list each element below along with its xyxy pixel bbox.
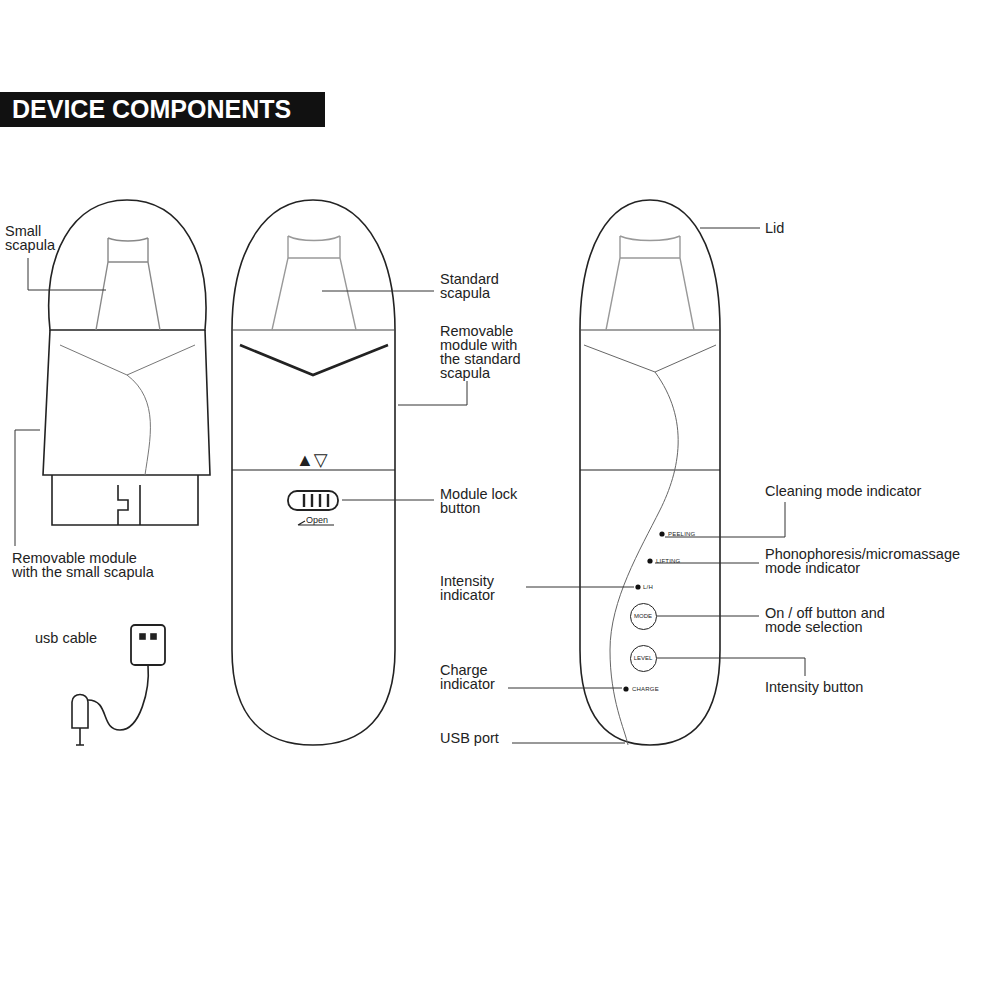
device-print: L/H	[643, 584, 653, 591]
part-label: Phonophoresis/micromassage mode indicato…	[765, 547, 997, 575]
standard-scapula	[272, 236, 356, 330]
lid-line	[232, 329, 395, 330]
part-label: Cleaning mode indicator	[765, 484, 921, 498]
device-print: PEELING	[668, 531, 695, 538]
part-label: Intensity button	[765, 680, 863, 694]
part-label: Charge indicator	[440, 663, 506, 691]
device-body	[580, 200, 720, 745]
indicator-dots	[623, 531, 664, 691]
module-line	[580, 469, 720, 470]
module-v-line	[584, 345, 716, 372]
part-label: Lid	[765, 221, 784, 235]
usb-pin	[140, 634, 145, 639]
micro-connector	[72, 695, 88, 746]
device-body	[232, 200, 395, 745]
part-label: Small scapula	[5, 224, 73, 252]
button-text: MODE	[634, 613, 652, 620]
device-print: Open	[306, 515, 328, 525]
usb-cord	[88, 665, 148, 730]
part-label: Module lock button	[440, 487, 530, 515]
device-print: CHARGE	[632, 686, 659, 693]
usb-plug	[131, 625, 165, 665]
lock-symbol: ▲▽	[296, 450, 328, 470]
module-body	[43, 330, 210, 475]
leader-lines	[15, 228, 805, 743]
device-print: LIFTING	[656, 558, 680, 565]
lid-outline	[49, 200, 206, 330]
part-label: usb cable	[35, 631, 97, 645]
small-scapula	[96, 238, 160, 330]
module-v-line	[60, 345, 195, 375]
part-label: Intensity indicator	[440, 574, 520, 602]
part-label: On / off button and mode selection	[765, 606, 915, 634]
usb-pin	[151, 634, 156, 639]
part-label: Removable module with the standard scapu…	[440, 324, 540, 380]
lid-line	[580, 329, 720, 330]
lock-button	[288, 491, 338, 510]
standard-scapula	[606, 236, 694, 330]
part-label: Standard scapula	[440, 272, 520, 300]
button-text: LEVEL	[634, 655, 653, 662]
round-button: MODE	[630, 603, 657, 630]
title-band: DEVICE COMPONENTS	[0, 92, 325, 127]
round-button: LEVEL	[630, 645, 657, 672]
part-label: USB port	[440, 731, 499, 745]
module-base	[52, 475, 198, 525]
part-label: Removable module with the small scapula	[12, 551, 160, 579]
module-v-line	[240, 345, 388, 375]
lock-ridges	[304, 494, 328, 507]
module-curve	[127, 375, 150, 475]
